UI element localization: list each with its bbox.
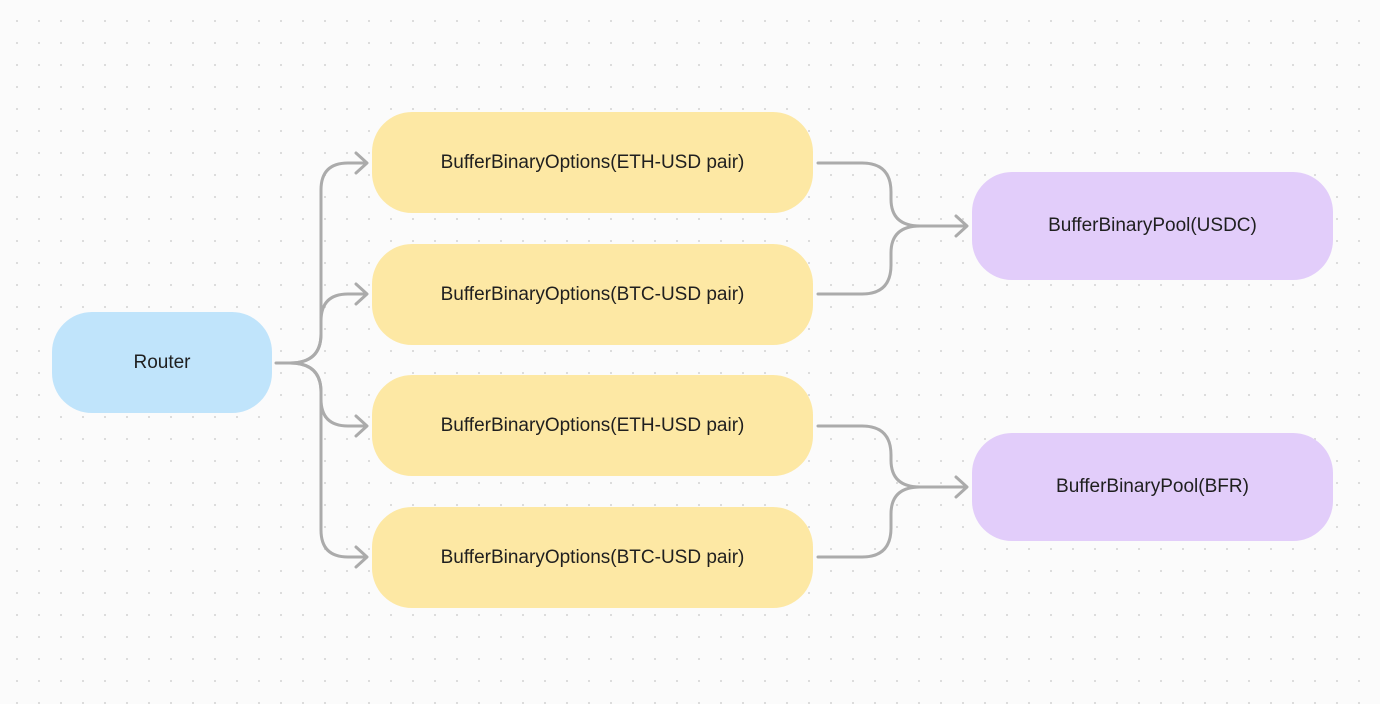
router-label: Router — [133, 351, 191, 373]
options-node-eth-usd-2[interactable]: BufferBinaryOptions(ETH-USD pair) — [372, 375, 813, 476]
options-node-btc-usd-2[interactable]: BufferBinaryOptions(BTC-USD pair) — [372, 507, 813, 608]
options-node-eth-usd-1[interactable]: BufferBinaryOptions(ETH-USD pair) — [372, 112, 813, 213]
router-node[interactable]: Router — [52, 312, 272, 413]
options-label: BufferBinaryOptions(ETH-USD pair) — [440, 151, 745, 173]
options-label: BufferBinaryOptions(BTC-USD pair) — [440, 546, 745, 568]
options-node-btc-usd-1[interactable]: BufferBinaryOptions(BTC-USD pair) — [372, 244, 813, 345]
edge-router-to-option-2 — [288, 292, 368, 365]
pool-label: BufferBinaryPool(USDC) — [1048, 215, 1257, 236]
arrowhead-pool-usdc — [954, 214, 969, 238]
arrowhead-pool-bfr — [954, 475, 969, 499]
edge-option-1-to-pool-usdc — [816, 161, 968, 228]
arrowhead-option-2 — [354, 282, 369, 306]
edge-option-2-to-pool-usdc — [816, 224, 922, 296]
arrowhead-option-1 — [354, 151, 369, 175]
arrowhead-option-3 — [354, 414, 369, 438]
options-label: BufferBinaryOptions(BTC-USD pair) — [440, 283, 745, 305]
pool-node-usdc[interactable]: BufferBinaryPool(USDC) — [972, 172, 1333, 280]
pool-label: BufferBinaryPool(BFR) — [1056, 476, 1249, 497]
edge-option-3-to-pool-bfr — [816, 424, 968, 489]
edge-router-to-option-3 — [288, 361, 368, 428]
options-label: BufferBinaryOptions(ETH-USD pair) — [440, 414, 745, 436]
edge-router-to-option-4 — [288, 361, 368, 559]
arrowhead-option-4 — [354, 545, 369, 569]
edge-option-4-to-pool-bfr — [816, 485, 922, 559]
pool-node-bfr[interactable]: BufferBinaryPool(BFR) — [972, 433, 1333, 541]
